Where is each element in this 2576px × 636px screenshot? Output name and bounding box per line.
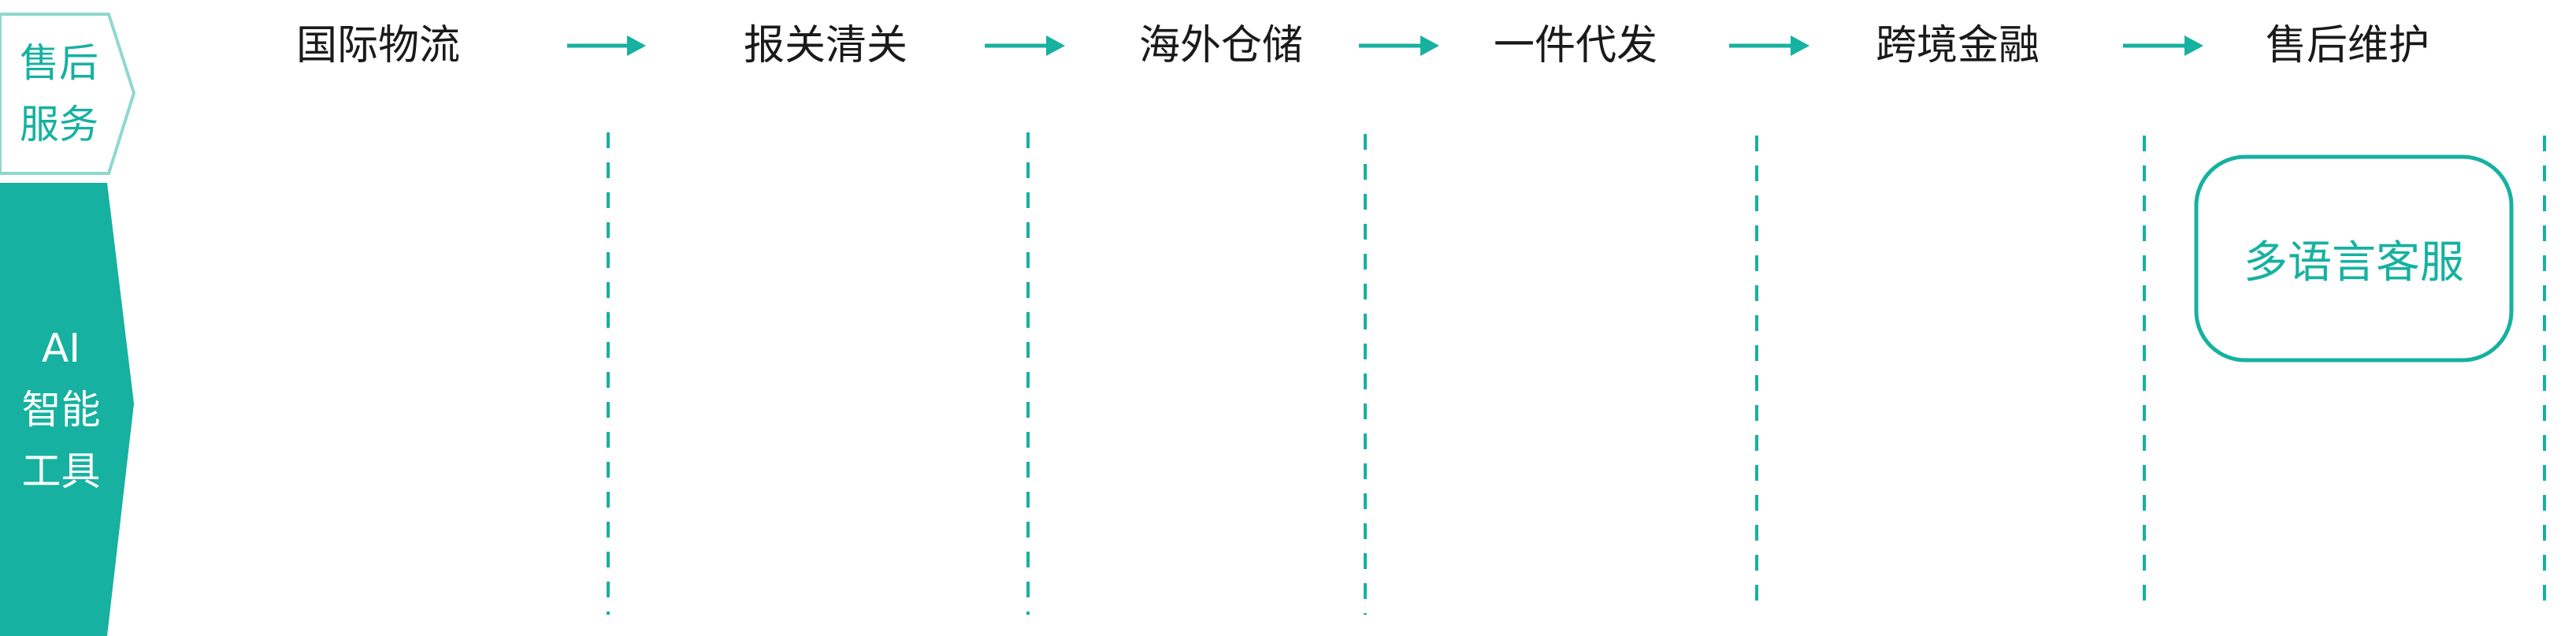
arrow-right-icon: [1359, 35, 1439, 56]
after-sales-label-line2: 服务: [20, 102, 98, 147]
tool-box-outline: [2194, 154, 2514, 363]
flow-arrows: [567, 35, 2203, 56]
after-sales-chevron: [0, 13, 136, 175]
stage-customs-clearance: 报关清关: [743, 22, 908, 69]
arrow-right-icon: [1729, 35, 1810, 56]
after-sales-row-label: 售后 服务: [0, 14, 118, 173]
ai-tools-label-line3: 工具: [21, 448, 101, 494]
after-sales-label-line1: 售后: [20, 40, 98, 86]
arrow-head: [1420, 35, 1439, 56]
arrow-head: [627, 35, 646, 56]
stage-overseas-warehousing: 海外仓储: [1138, 22, 1304, 69]
ai-tools-row-label: AI 智能 工具: [0, 183, 122, 636]
arrow-right-icon: [2123, 35, 2203, 56]
tool-multilingual-support: 多语言客服: [2196, 157, 2511, 360]
arrow-head: [2184, 35, 2203, 56]
arrow-head: [1046, 35, 1065, 56]
arrow-right-icon: [567, 35, 646, 56]
arrow-right-icon: [985, 35, 1065, 56]
ai-tools-chevron: [0, 183, 134, 636]
stage-cross-border-finance: 跨境金融: [1875, 22, 2040, 69]
stage-international-logistics: 国际物流: [295, 22, 461, 69]
column-separators: [607, 132, 2546, 615]
tool-multilingual-support-label: 多语言客服: [2244, 236, 2464, 288]
ai-tools-label-line2: 智能: [21, 386, 101, 433]
stage-dropshipping: 一件代发: [1493, 22, 1658, 69]
ai-tools-label-line1: AI: [42, 325, 80, 371]
stage-after-sales-maintenance: 售后维护: [2265, 22, 2430, 69]
arrow-head: [1791, 35, 1810, 56]
